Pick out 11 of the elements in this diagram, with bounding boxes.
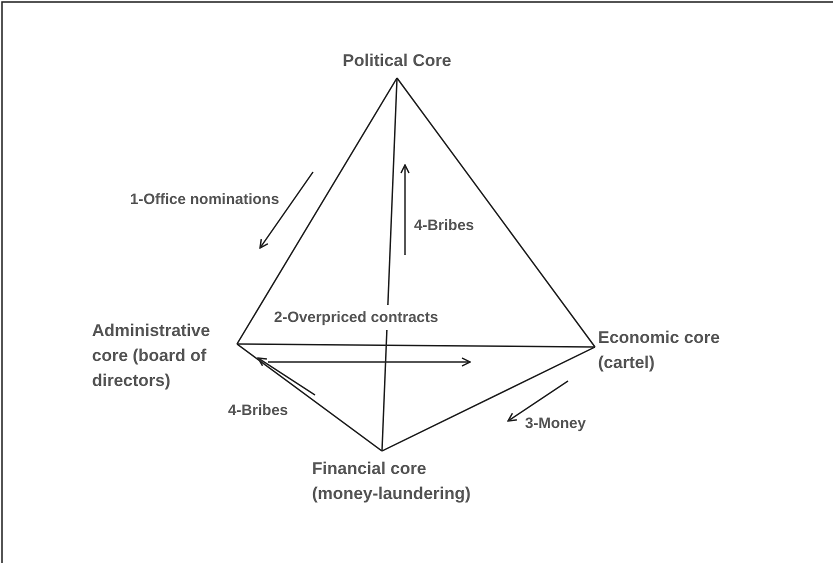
tetrahedron-edge [236, 78, 398, 344]
tetrahedron-edge [382, 346, 596, 452]
tetrahedron-edge [237, 343, 595, 348]
flow-label: 2-Overpriced contracts [274, 305, 438, 330]
vertex-label: Economic core (cartel) [598, 325, 758, 375]
vertex-label: Financial core (money-laundering) [312, 456, 492, 506]
vertex-label: Political Core [322, 48, 472, 73]
tetrahedron-edge [236, 343, 382, 452]
vertex-label: Administrative core (board of directors) [92, 318, 237, 393]
tetrahedron-edge [396, 78, 596, 348]
tetrahedron-edge [381, 78, 398, 452]
